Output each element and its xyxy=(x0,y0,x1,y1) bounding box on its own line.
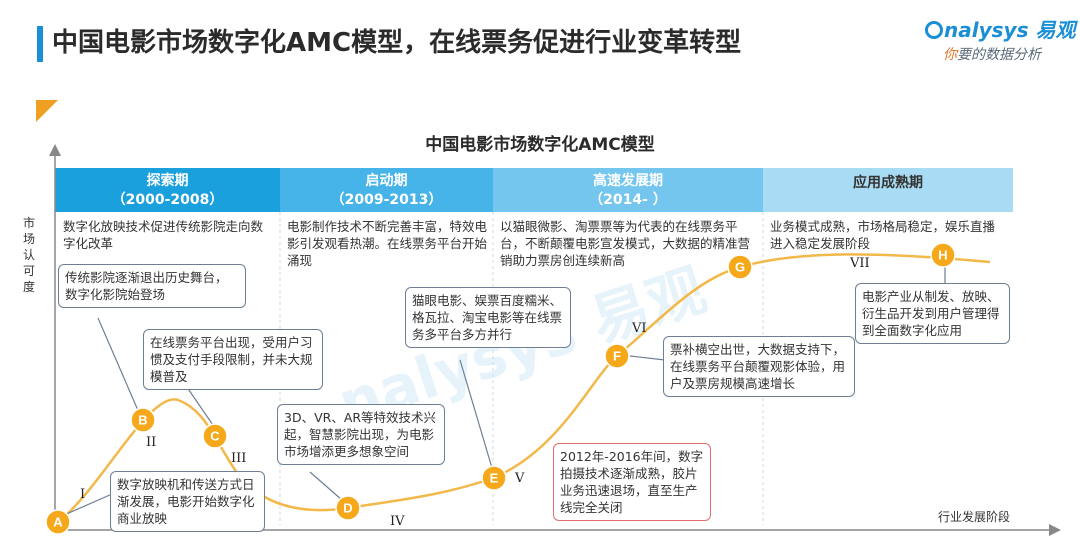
title-accent-bar xyxy=(37,26,43,62)
corner-triangle-icon xyxy=(36,100,58,122)
node-label-g: G xyxy=(735,260,745,275)
node-f xyxy=(604,343,630,369)
node-c xyxy=(202,423,228,449)
node-e xyxy=(481,465,507,491)
callout-e-top: 猫眼电影、娱票百度糯米、格瓦拉、淘宝电影等在线票务多平台多方并行 xyxy=(405,287,571,348)
callout-h: 电影产业从制发、放映、衍生品开发到用户管理得到全面数字化应用 xyxy=(855,283,1010,344)
node-label-b: B xyxy=(138,413,147,428)
connector-a xyxy=(61,493,113,517)
stage-numeral-2: II xyxy=(146,435,157,450)
phase-name: 应用成熟期 xyxy=(853,175,923,191)
stage-numeral-5: V xyxy=(515,471,525,486)
logo-slogan-rest: 要的数据分析 xyxy=(957,47,1041,63)
stage-numeral-3: III xyxy=(231,451,247,466)
node-label-c: C xyxy=(210,429,220,444)
callout-c: 在线票务平台出现，受用户习惯及支付手段限制，并未大规模普及 xyxy=(143,329,323,390)
callout-d: 3D、VR、AR等特效技术兴起，智慧影院出现，为电影市场增添更多想象空间 xyxy=(277,404,445,465)
phase-desc-rapid-growth: 以猫眼微影、淘票票等为代表的在线票务平台，不断颠覆电影宣发模式，大数据的精准营销… xyxy=(500,219,751,268)
phase-header-startup: 启动期 （2009-2013） xyxy=(280,168,493,212)
phase-name: 探索期 xyxy=(146,173,189,189)
logo-brand-latin: nalysys xyxy=(944,18,1029,42)
callout-f: 票补横空出世，大数据支持下，在线票务平台颠覆观影体验，用户及票房规模高速增长 xyxy=(663,336,855,397)
stage-numeral-4: IV xyxy=(390,514,405,529)
logo-slogan: 你要的数据分析 xyxy=(943,44,1041,64)
phase-desc-exploration: 数字化放映技术促进传统影院走向数字化改革 xyxy=(63,219,264,251)
callout-b: 传统影院逐渐退出历史舞台，数字化影院始登场 xyxy=(58,264,246,308)
page-title: 中国电影市场数字化AMC模型，在线票务促进行业变革转型 xyxy=(52,28,742,58)
phase-years: （2009-2013） xyxy=(330,192,443,208)
stage-numeral-6: VI xyxy=(632,321,647,336)
phase-name: 启动期 xyxy=(365,173,408,189)
connector-e-top xyxy=(459,359,493,469)
callout-e-bottom: 2012年-2016年间，数字拍摄技术逐渐成熟，胶片业务迅速退场，直至生产线完全… xyxy=(553,443,711,521)
node-b xyxy=(130,407,156,433)
node-g xyxy=(727,254,753,280)
connector-b xyxy=(97,317,141,416)
logo-brand: nalysys 易观 xyxy=(925,14,1075,43)
analysys-logo: nalysys 易观 你要的数据分析 xyxy=(925,14,1075,74)
phase-years: （2000-2008） xyxy=(111,192,224,208)
phase-name: 高速发展期 xyxy=(593,173,663,189)
node-label-f: F xyxy=(613,349,621,364)
phase-years: （2014- ） xyxy=(589,192,667,208)
node-label-h: H xyxy=(938,248,947,263)
phase-desc-startup: 电影制作技术不断完善丰富，特效电影引发观看热潮。在线票务平台开始涌现 xyxy=(287,219,488,268)
diagram-title: 中国电影市场数字化AMC模型 xyxy=(425,135,655,155)
connector-f xyxy=(629,355,666,361)
callout-a: 数字放映机和传送方式日渐发展，电影开始数字化商业放映 xyxy=(110,471,265,532)
y-axis-label: 市场认可度 xyxy=(22,216,35,294)
stage-numeral-1: I xyxy=(80,487,86,502)
node-label-d: D xyxy=(343,501,352,516)
node-a xyxy=(45,509,71,535)
phase-header-exploration: 探索期 （2000-2008） xyxy=(55,168,280,212)
connector-d xyxy=(309,471,343,501)
logo-slogan-accent: 你 xyxy=(943,47,957,63)
phase-desc-maturity: 业务模式成熟，市场格局稳定，娱乐直播进入稳定发展阶段 xyxy=(770,219,996,251)
phase-header-rapid-growth: 高速发展期 （2014- ） xyxy=(493,168,763,212)
logo-o-icon xyxy=(925,21,943,39)
x-axis-label: 行业发展阶段 xyxy=(938,510,1011,524)
phase-header-maturity: 应用成熟期 xyxy=(763,168,1013,212)
logo-brand-cn: 易观 xyxy=(1035,18,1076,42)
node-h xyxy=(930,242,956,268)
node-d xyxy=(335,495,361,521)
node-label-e: E xyxy=(490,471,499,486)
node-label-a: A xyxy=(53,515,63,530)
stage-numeral-7: VII xyxy=(850,256,870,271)
